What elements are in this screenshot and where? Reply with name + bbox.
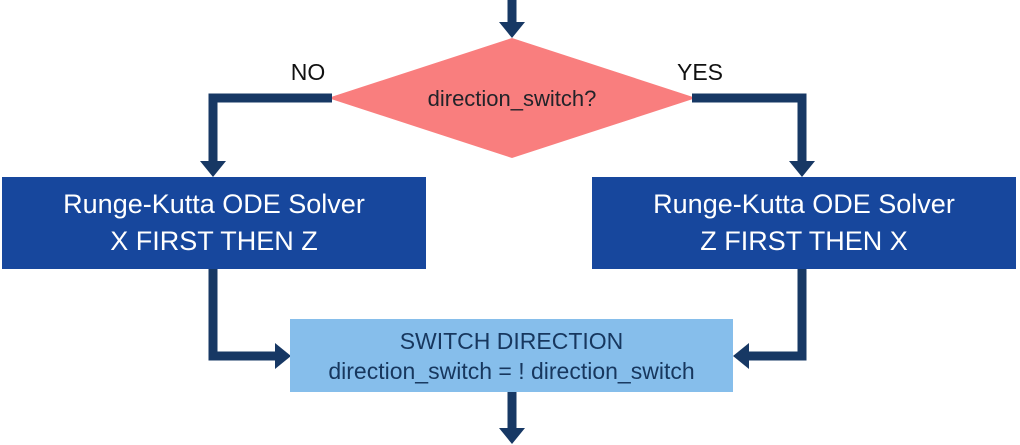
arrow-branch-no-head	[200, 161, 226, 177]
arrow-right-to-switch	[748, 269, 807, 361]
arrow-branch-yes-head	[789, 161, 815, 177]
arrow-branch-yes	[692, 93, 807, 163]
solver-box-x-first: Runge-Kutta ODE Solver X FIRST THEN Z	[2, 177, 426, 269]
arrow-left-to-switch	[208, 269, 277, 361]
decision-diamond	[328, 38, 696, 158]
arrow-branch-no	[208, 93, 332, 163]
arrow-left-to-switch-head	[275, 343, 291, 369]
arrow-bottom-exit-head	[499, 428, 525, 444]
solver-left-line2: X FIRST THEN Z	[110, 226, 318, 256]
solver-left-line1: Runge-Kutta ODE Solver	[63, 189, 365, 219]
arrow-top-entry-head	[499, 22, 525, 38]
solver-right-line1: Runge-Kutta ODE Solver	[653, 189, 955, 219]
solver-box-z-first: Runge-Kutta ODE Solver Z FIRST THEN X	[592, 177, 1016, 269]
branch-label-yes: YES	[676, 59, 724, 85]
switch-box-line2: direction_switch = ! direction_switch	[328, 357, 695, 384]
solver-right-line2: Z FIRST THEN X	[700, 226, 908, 256]
switch-box-line1: SWITCH DIRECTION	[399, 327, 624, 354]
switch-direction-box: SWITCH DIRECTION direction_switch = ! di…	[290, 319, 733, 392]
arrow-right-to-switch-head	[733, 343, 749, 369]
decision-label: direction_switch?	[427, 86, 597, 111]
branch-label-no: NO	[290, 59, 326, 85]
